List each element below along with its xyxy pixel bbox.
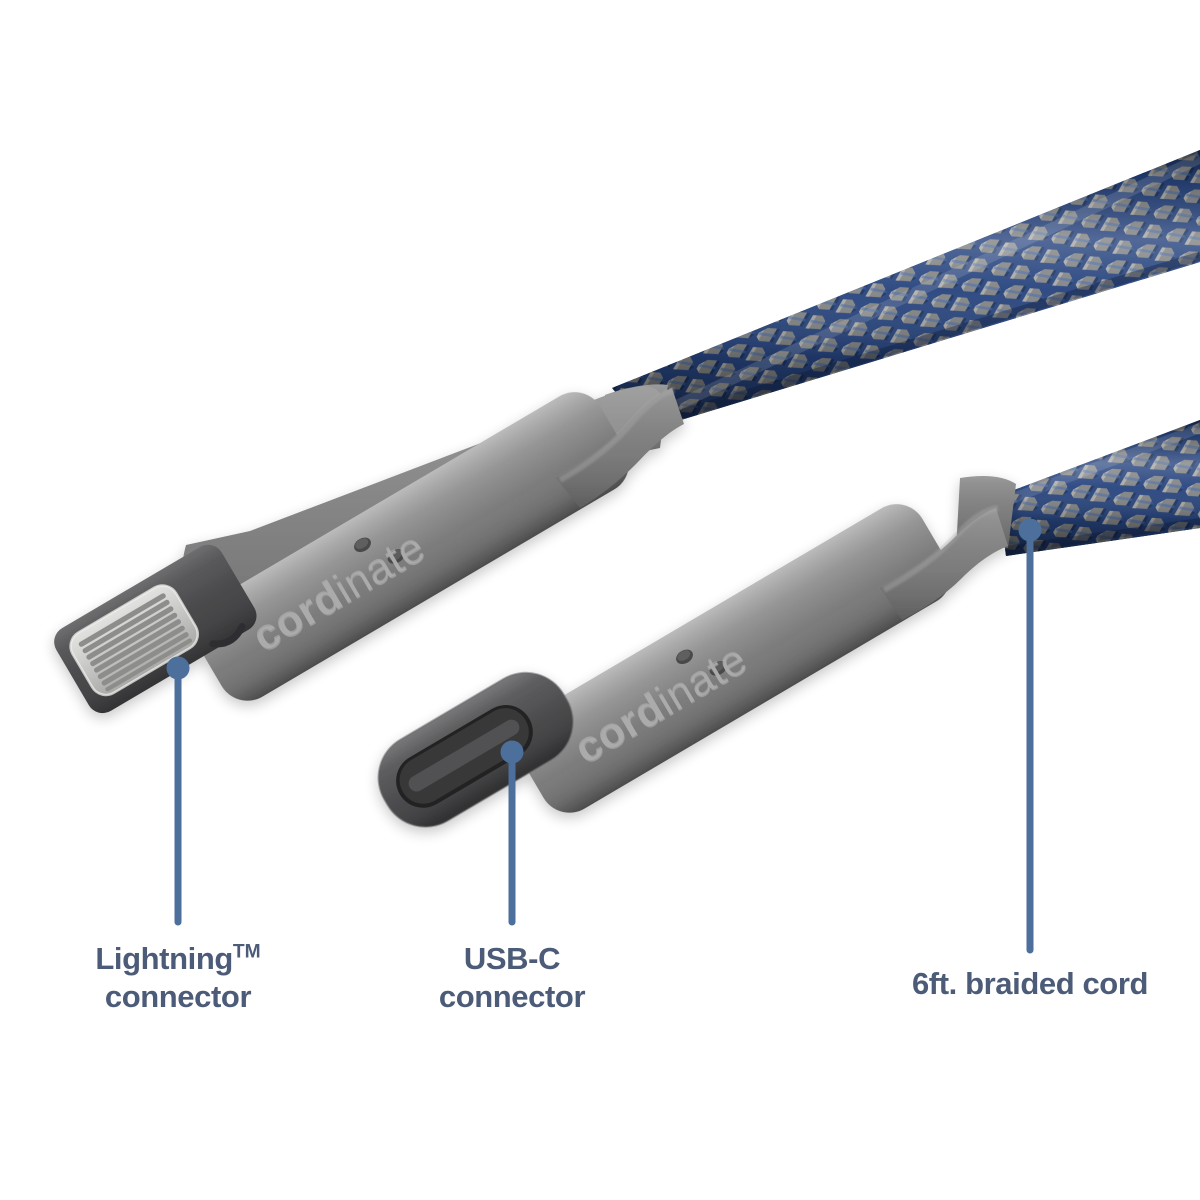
callout-line-usbc <box>500 740 524 926</box>
braided-cord-upper <box>612 150 1200 430</box>
usbc-vent-holes <box>676 649 727 676</box>
usbc-metal-tip <box>377 668 574 829</box>
callout-cord-line1: 6ft. braided cord <box>911 966 1149 1001</box>
callout-usbc-line1: USB-C <box>463 941 561 976</box>
callout-lightning-line2: connector <box>104 978 252 1014</box>
lightning-notch <box>209 623 246 648</box>
callout-lightning-line1: LightningTM <box>95 941 261 976</box>
lightning-connector: cordinate cordinate <box>54 384 684 714</box>
usbc-strain-relief <box>880 508 1008 620</box>
lightning-strain-relief <box>556 388 684 508</box>
callout-usbc-line2: connector <box>438 978 586 1014</box>
callout-label-usbc: USB-C connector <box>347 940 677 1016</box>
callout-line-cord <box>1018 518 1042 954</box>
callout-line-lightning <box>166 656 190 926</box>
usbc-connector: cordinate cordinate <box>377 476 1016 829</box>
lightning-metal-tip <box>54 544 257 714</box>
housing-vent-holes <box>354 537 405 564</box>
trademark-symbol: TM <box>232 941 261 963</box>
callout-label-cord: 6ft. braided cord <box>815 965 1200 1003</box>
callout-lines-group <box>166 518 1042 954</box>
callout-label-lightning: LightningTM connector <box>0 940 368 1016</box>
lightning-contacts <box>78 593 193 692</box>
